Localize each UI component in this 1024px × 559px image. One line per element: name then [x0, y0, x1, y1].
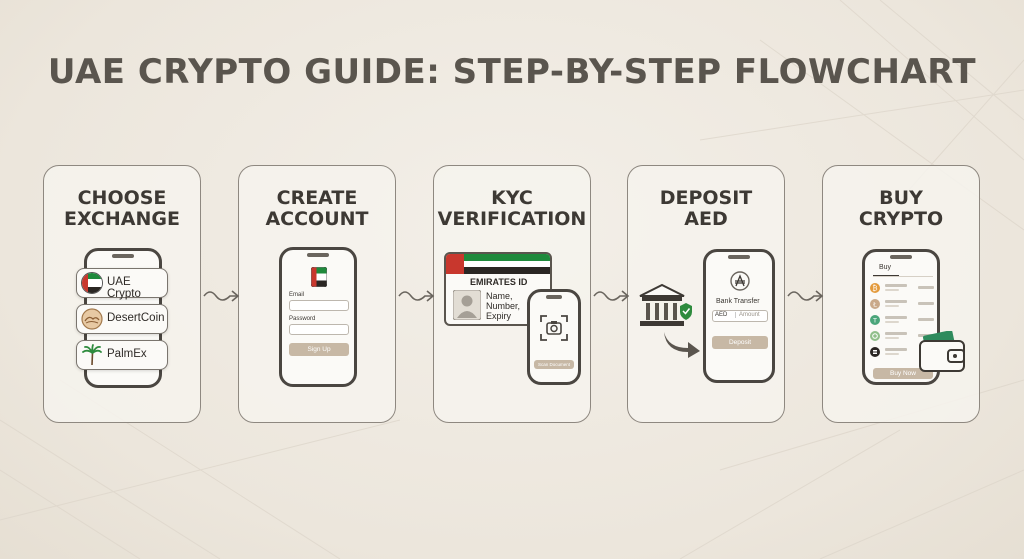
exchange-name: PalmEx — [107, 348, 147, 360]
arrow-right-icon — [593, 290, 630, 302]
uae-flag-icon — [81, 272, 103, 294]
scan-document-button[interactable]: Scan Document — [534, 360, 574, 369]
password-label: Password — [289, 316, 316, 322]
generic-coin-icon — [870, 331, 880, 341]
password-field[interactable] — [289, 324, 349, 335]
desertcoin-icon — [81, 308, 103, 330]
dirham-coin-icon — [730, 271, 750, 291]
tether-icon: T — [870, 315, 880, 325]
person-avatar-icon — [453, 290, 481, 320]
wallet-icon — [919, 331, 965, 372]
coin-row-bitcoin[interactable]: ₿ — [870, 282, 934, 294]
email-field[interactable] — [289, 300, 349, 311]
phone-notch — [546, 295, 562, 299]
coin-row-tether[interactable]: T — [870, 314, 934, 326]
exchange-option-desertcoin[interactable]: DesertCoin — [76, 304, 168, 334]
exchange-name: DesertCoin — [107, 312, 165, 324]
coin-row-solana[interactable] — [870, 346, 934, 358]
amount-field[interactable]: AED Amount — [712, 310, 768, 322]
phone-notch — [728, 255, 750, 259]
litecoin-icon: Ł — [870, 299, 880, 309]
camera-scan-icon — [540, 315, 568, 341]
step-title: CHOOSE EXCHANGE — [64, 187, 180, 230]
phone-mockup: Email Password Sign Up — [279, 247, 357, 387]
buy-now-button[interactable]: Buy Now — [873, 368, 933, 379]
uae-flag-icon — [311, 267, 327, 287]
palm-tree-icon — [82, 344, 102, 366]
bank-icon — [639, 283, 692, 326]
email-label: Email — [289, 292, 305, 298]
tab-divider — [873, 276, 933, 277]
arrow-right-icon — [203, 290, 240, 302]
phone-notch — [307, 253, 329, 257]
tab-underline — [873, 275, 899, 277]
exchange-option-uae-crypto[interactable]: UAE Crypto — [76, 268, 168, 300]
svg-text:Ł: Ł — [872, 301, 877, 309]
step-title: CREATE ACCOUNT — [265, 187, 369, 230]
transfer-arrow-icon — [664, 332, 700, 358]
svg-text:₿: ₿ — [872, 285, 877, 293]
coin-row-litecoin[interactable]: Ł — [870, 298, 934, 310]
tab-buy[interactable]: Buy — [879, 264, 892, 271]
phone-mockup: Bank Transfer AED Amount Deposit — [703, 249, 775, 383]
phone-notch — [890, 255, 912, 259]
currency-label: AED — [715, 312, 728, 318]
phone-mockup: Scan Document — [527, 289, 581, 385]
id-card-fields: Name, Number, Expiry — [486, 291, 521, 321]
bitcoin-icon: ₿ — [870, 283, 880, 293]
id-card-title: EMIRATES ID — [470, 277, 528, 287]
amount-placeholder: Amount — [735, 312, 760, 318]
phone-notch — [112, 254, 134, 258]
step-title: BUY CRYPTO — [858, 187, 944, 230]
page-title: UAE CRYPTO GUIDE: STEP-BY-STEP FLOWCHART — [47, 52, 977, 92]
arrow-right-icon — [398, 290, 435, 302]
sign-up-button[interactable]: Sign Up — [289, 343, 349, 356]
exchange-option-palmex[interactable]: PalmEx — [76, 340, 168, 370]
exchange-name: UAE Crypto — [107, 276, 141, 300]
bank-transfer-label: Bank Transfer — [716, 298, 760, 305]
step-title: DEPOSIT AED — [659, 187, 753, 230]
solana-icon — [870, 347, 880, 357]
arrow-right-icon — [787, 290, 824, 302]
svg-text:T: T — [872, 317, 877, 325]
step-title: KYC VERIFICATION — [437, 187, 587, 230]
deposit-button[interactable]: Deposit — [712, 336, 768, 349]
